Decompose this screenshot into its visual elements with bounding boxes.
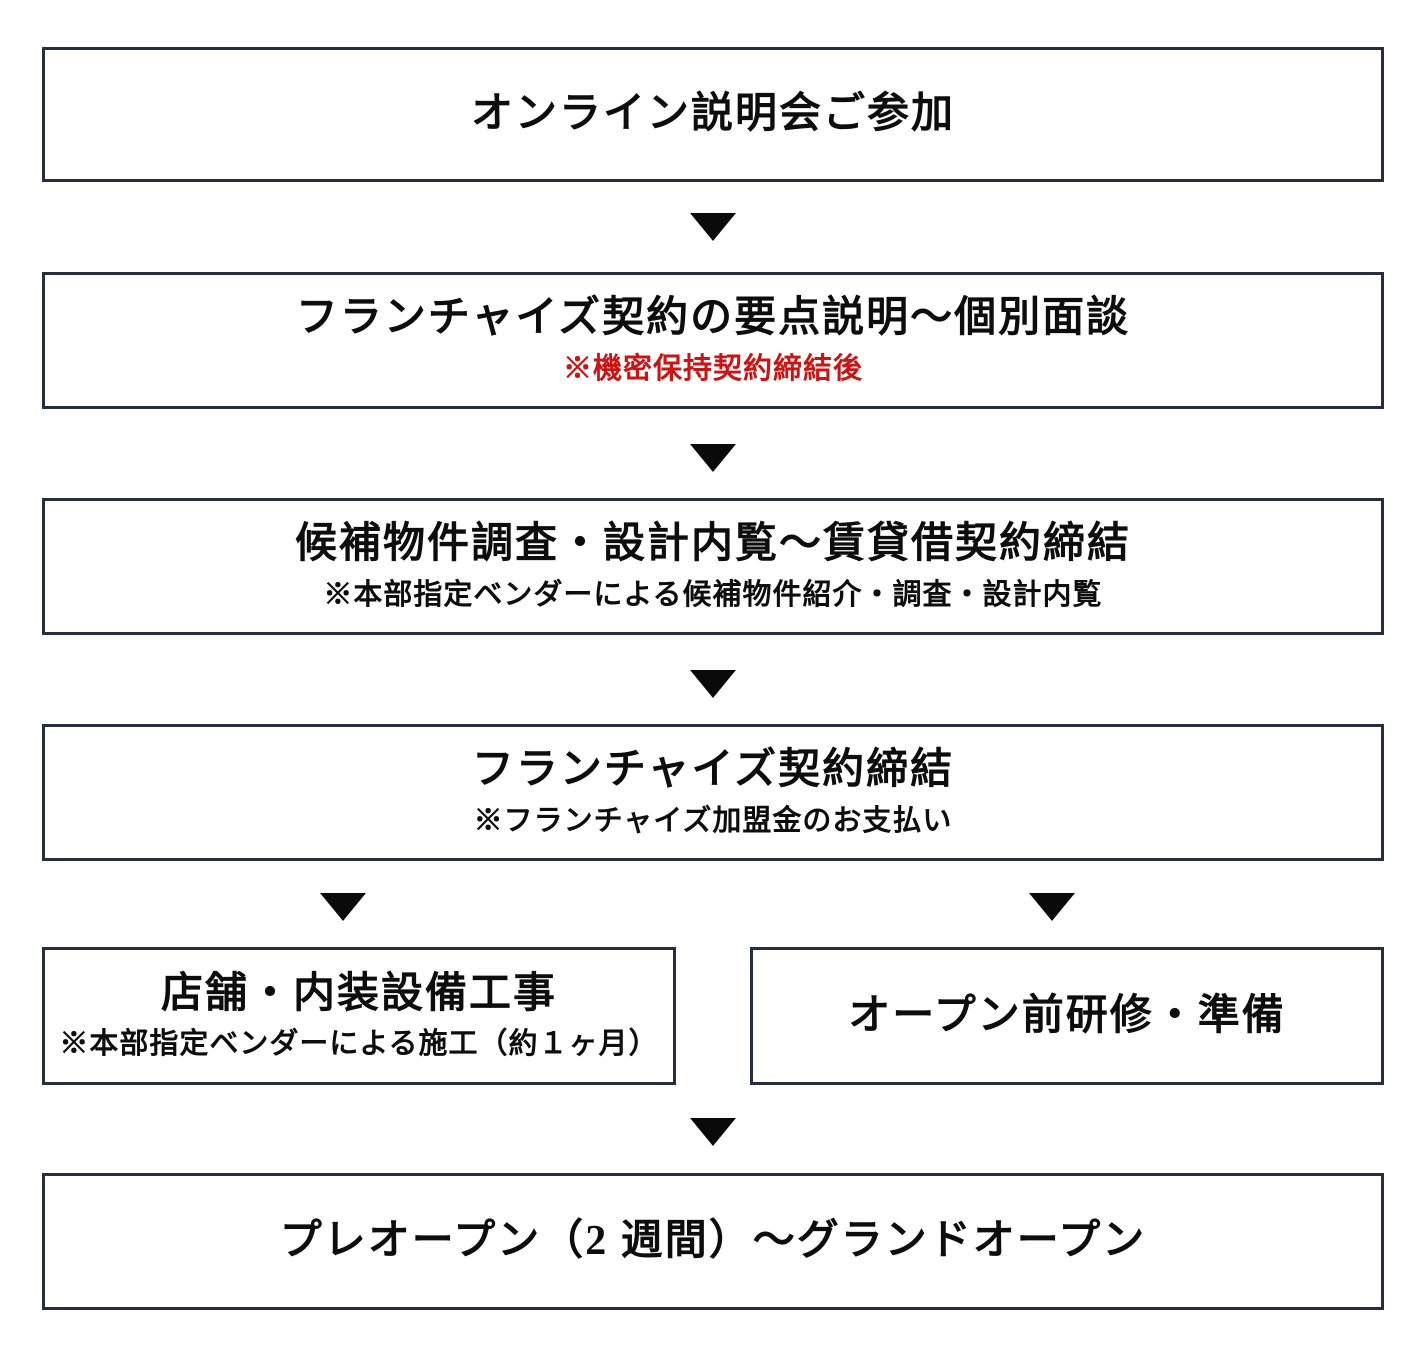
branch-box-interior-construction: 店舗・内装設備工事 ※本部指定ベンダーによる施工（約１ヶ月） <box>42 947 676 1085</box>
connector-row <box>42 213 1384 241</box>
step-note: ※機密保持契約締結後 <box>562 353 863 386</box>
step-title: オンライン説明会ご参加 <box>470 91 955 138</box>
connector-row <box>42 670 1384 698</box>
franchise-flowchart: オンライン説明会ご参加 フランチャイズ契約の要点説明〜個別面談 ※機密保持契約締… <box>42 0 1384 1310</box>
step-title: フランチャイズ契約の要点説明〜個別面談 <box>295 294 1131 341</box>
step-box-property-survey: 候補物件調査・設計内覧〜賃貸借契約締結 ※本部指定ベンダーによる候補物件紹介・調… <box>42 498 1384 635</box>
step-title: 店舗・内装設備工事 <box>160 970 557 1017</box>
step-box-online-session: オンライン説明会ご参加 <box>42 47 1384 182</box>
connector-row <box>42 444 1384 472</box>
branch-box-preopen-training: オープン前研修・準備 <box>750 947 1384 1085</box>
branch-row: 店舗・内装設備工事 ※本部指定ベンダーによる施工（約１ヶ月） オープン前研修・準… <box>42 947 1384 1085</box>
step-title: フランチャイズ契約締結 <box>471 746 955 793</box>
arrow-down-icon <box>690 1118 736 1146</box>
step-note: ※フランチャイズ加盟金のお支払い <box>473 805 953 838</box>
step-title: オープン前研修・準備 <box>848 992 1286 1039</box>
arrow-down-icon <box>690 444 736 472</box>
step-box-grand-open: プレオープン（2 週間）〜グランドオープン <box>42 1173 1384 1310</box>
connector-row <box>42 1118 1384 1146</box>
step-note: ※本部指定ベンダーによる施工（約１ヶ月） <box>59 1028 659 1061</box>
step-title: プレオープン（2 週間）〜グランドオープン <box>279 1218 1147 1265</box>
arrow-down-icon <box>1029 893 1075 921</box>
arrow-down-icon <box>320 893 366 921</box>
step-box-contract-briefing: フランチャイズ契約の要点説明〜個別面談 ※機密保持契約締結後 <box>42 272 1384 409</box>
step-box-franchise-contract: フランチャイズ契約締結 ※フランチャイズ加盟金のお支払い <box>42 724 1384 861</box>
step-note: ※本部指定ベンダーによる候補物件紹介・調査・設計内覧 <box>323 579 1103 612</box>
step-title: 候補物件調査・設計内覧〜賃貸借契約締結 <box>294 520 1131 567</box>
arrow-down-icon <box>690 670 736 698</box>
branch-connector-row <box>42 893 1384 921</box>
arrow-down-icon <box>690 213 736 241</box>
